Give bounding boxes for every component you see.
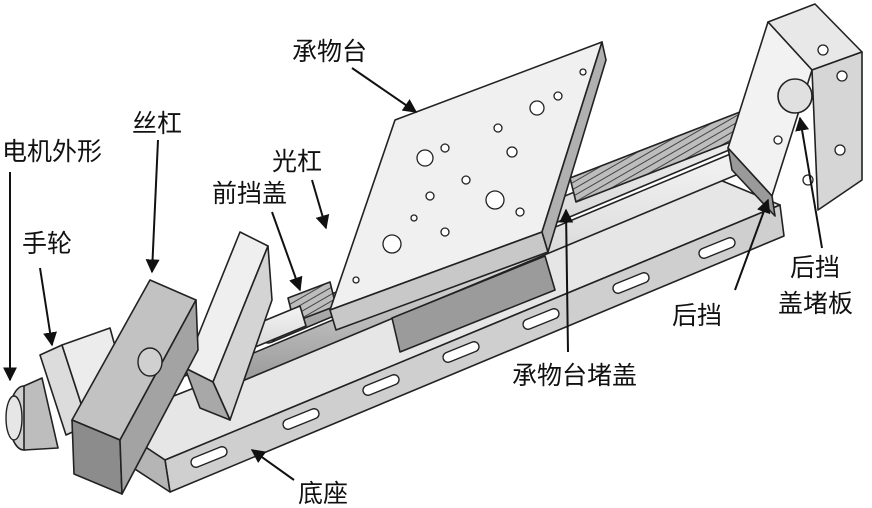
screw-block-side	[119, 299, 199, 495]
label-rear-stop: 后挡	[672, 301, 722, 330]
hole	[440, 227, 450, 237]
label-front-cover: 前挡盖	[212, 179, 287, 208]
leader-handwheel	[39, 267, 57, 347]
rear-cover-plug	[777, 78, 813, 114]
motor-outline	[5, 377, 59, 451]
leader-rear-stop	[734, 198, 771, 291]
label-stage-plug-cover: 承物台堵盖	[512, 361, 637, 390]
hole	[834, 144, 846, 156]
label-motor: 电机外形	[2, 137, 102, 166]
label-base: 底座	[298, 479, 348, 508]
leader-stage-plug-cover	[559, 208, 574, 353]
slot	[698, 237, 736, 259]
screw-block	[71, 279, 199, 495]
label-lead-screw: 丝杠	[132, 109, 182, 138]
label-guide-rod: 光杠	[272, 147, 322, 176]
leader-guide-rod	[311, 179, 330, 230]
base-slots	[190, 237, 736, 468]
screw-end	[137, 347, 163, 377]
front-cover-front	[184, 367, 231, 421]
leader-front-cover	[271, 211, 303, 292]
rear-stop-side	[811, 51, 863, 211]
motor-face	[5, 395, 23, 441]
hole	[817, 44, 829, 56]
hole	[553, 91, 563, 101]
hole	[461, 175, 471, 185]
hole	[440, 143, 450, 153]
slot	[190, 446, 228, 468]
hole	[382, 234, 402, 254]
hole	[529, 100, 545, 116]
hole	[515, 207, 525, 217]
leader-base	[250, 449, 295, 481]
label-stage-table: 承物台	[292, 37, 367, 66]
slot	[282, 408, 320, 430]
hole	[579, 68, 587, 76]
label-handwheel: 手轮	[22, 229, 72, 258]
hole	[493, 123, 503, 133]
motor-housing	[23, 377, 59, 451]
slot	[612, 272, 650, 294]
labels: 电机外形 手轮 丝杠 光杠 前挡盖 承物台 承物台堵盖 后挡 后挡 盖堵板 底座	[2, 37, 853, 508]
hole	[425, 191, 435, 201]
hole	[773, 135, 783, 145]
front-cover	[184, 231, 273, 421]
leader-lead-screw	[145, 139, 160, 274]
rear-stop	[727, 3, 863, 217]
stage-holes	[352, 68, 587, 284]
label-rear-cover-plug-line2: 盖堵板	[778, 289, 853, 318]
hole	[352, 276, 360, 284]
hole	[416, 149, 434, 167]
slot	[362, 374, 400, 396]
hole	[506, 146, 518, 158]
hole	[410, 214, 418, 222]
leader-rear-cover-plug	[795, 116, 823, 249]
slot	[442, 341, 480, 363]
leader-lines	[3, 67, 823, 481]
stage-plug-cover	[391, 255, 556, 353]
stage-table-right-edge	[541, 41, 607, 253]
hole	[836, 70, 848, 82]
slot	[522, 308, 560, 330]
hole	[485, 190, 505, 210]
label-rear-cover-plug-line1: 后挡	[790, 253, 840, 282]
leader-stage-table	[351, 67, 418, 113]
stage-table	[329, 41, 607, 331]
